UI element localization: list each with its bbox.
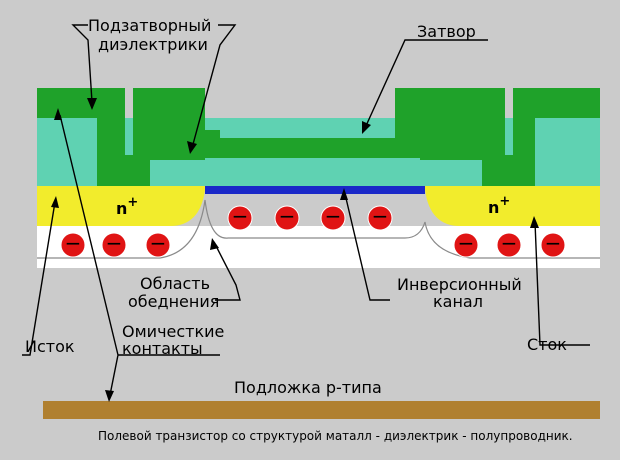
label-gate: Затвор <box>417 22 476 41</box>
carrier-8: − <box>453 231 479 258</box>
carrier-circle <box>496 232 522 258</box>
label-gate-dielectric-1: Подзатворный <box>88 16 211 35</box>
gate-dielectric-notch-right <box>482 160 535 186</box>
carrier-minus-sign: − <box>501 231 518 255</box>
carrier-circle <box>145 232 171 258</box>
leader-lines <box>22 24 590 396</box>
carrier-minus-sign: − <box>458 231 475 255</box>
carrier-7: − <box>367 204 393 231</box>
carrier-minus-sign: − <box>106 231 123 255</box>
leader-gate <box>364 39 488 129</box>
carrier-circle <box>101 232 127 258</box>
leader-gate-dielectric <box>71 24 237 149</box>
label-gate-dielectric-2: диэлектрики <box>98 35 208 54</box>
carrier-minus-sign: − <box>65 231 82 255</box>
arrow-gate-dielectric-left <box>87 98 97 110</box>
carrier-minus-sign: − <box>325 204 342 228</box>
carrier-minus-sign: − <box>232 204 249 228</box>
label-inversion-2: канал <box>433 292 483 311</box>
arrow-drain <box>530 216 539 228</box>
arrow-source <box>51 196 59 208</box>
carriers: −−−−−−−−−− <box>60 204 566 258</box>
carrier-4: − <box>227 204 253 231</box>
leader-depletion <box>213 241 241 301</box>
leader-ohmic <box>59 114 220 396</box>
gate-dielectric-notch <box>97 160 150 186</box>
leader-inversion <box>344 193 390 301</box>
label-substrate: Подложка p-типа <box>234 378 382 397</box>
carrier-circle <box>320 205 346 231</box>
carrier-1: − <box>60 231 86 258</box>
label-depletion-1: Область <box>140 274 210 293</box>
arrow-gate <box>362 121 371 134</box>
label-depletion-2: обеднения <box>128 292 219 311</box>
carrier-6: − <box>320 204 346 231</box>
label-n-plus-drain: n+ <box>488 194 510 217</box>
carrier-5: − <box>274 204 300 231</box>
label-source: Исток <box>25 337 75 356</box>
carrier-circle <box>60 232 86 258</box>
label-ohmic-1: Омичесткие <box>122 322 224 341</box>
leader-source <box>22 201 56 356</box>
carrier-minus-sign: − <box>545 231 562 255</box>
carrier-2: − <box>101 231 127 258</box>
label-n-plus-source: n+ <box>116 195 138 218</box>
leader-drain <box>534 221 590 346</box>
arrow-inversion <box>340 188 348 200</box>
carrier-circle <box>540 232 566 258</box>
carrier-circle <box>453 232 479 258</box>
arrow-depletion <box>210 238 219 250</box>
carrier-9: − <box>496 231 522 258</box>
inversion-channel <box>205 186 425 194</box>
carrier-minus-sign: − <box>372 204 389 228</box>
arrow-ohmic-bottom <box>105 390 114 402</box>
carrier-minus-sign: − <box>279 204 296 228</box>
substrate-bar <box>43 401 600 419</box>
drain-n-region <box>425 186 600 226</box>
carrier-circle <box>367 205 393 231</box>
arrow-gate-dielectric-right <box>187 141 197 154</box>
gate-metal <box>37 88 600 186</box>
depletion-boundary <box>37 199 600 259</box>
label-drain: Сток <box>527 335 567 354</box>
figure-caption: Полевой транзистор со структурой маталл … <box>98 429 573 443</box>
arrow-ohmic-top <box>54 108 62 120</box>
carrier-circle <box>227 205 253 231</box>
carrier-3: − <box>145 231 171 258</box>
label-ohmic-2: контакты <box>122 339 203 358</box>
carrier-circle <box>274 205 300 231</box>
label-inversion-1: Инверсионный <box>397 275 522 294</box>
carrier-10: − <box>540 231 566 258</box>
carrier-minus-sign: − <box>150 231 167 255</box>
arrow-heads <box>51 98 539 402</box>
